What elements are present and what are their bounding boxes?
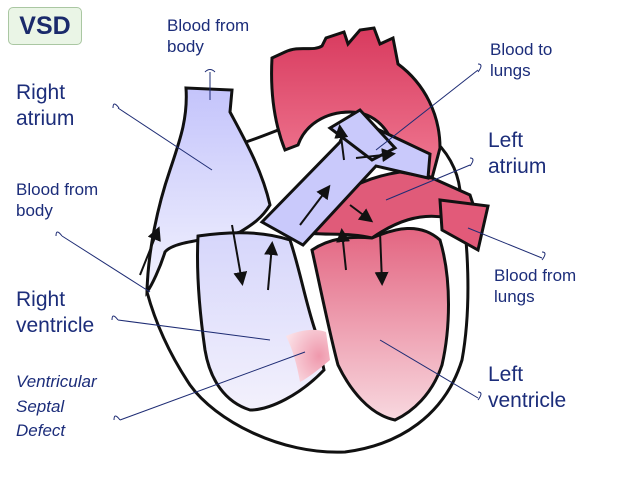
septal-defect: [286, 329, 330, 382]
label-line: Left: [488, 363, 524, 386]
label-line: Left: [488, 129, 524, 152]
label-left-atrium: Left atrium: [488, 128, 546, 179]
label-line: Blood from: [167, 16, 250, 35]
pulmonary-vein: [438, 198, 490, 253]
right-ventricle-shape: [195, 231, 326, 412]
label-line: ventricle: [488, 388, 567, 412]
right-atrium-shape: [145, 86, 272, 297]
label-line: ventricle: [16, 313, 95, 337]
label-line: Blood to: [490, 40, 553, 59]
label-right-ventricle: Right ventricle: [16, 287, 94, 338]
left-ventricle-shape: [310, 226, 450, 422]
label-line: Septal: [16, 396, 65, 416]
label-line: Defect: [16, 421, 66, 441]
label-right-atrium: Right atrium: [16, 80, 74, 131]
label-line: Right: [16, 81, 66, 104]
leader-lines: [61, 69, 543, 421]
label-left-ventricle: Left ventricle: [488, 362, 566, 413]
label-line: body: [167, 36, 204, 56]
label-line: body: [16, 200, 53, 220]
leader-ticks: [55, 63, 546, 421]
label-line: atrium: [488, 154, 547, 178]
flow-arrows: [139, 124, 396, 291]
label-blood-from-lungs: Blood from lungs: [494, 266, 576, 307]
vsd-badge: VSD: [8, 7, 82, 45]
label-blood-to-lungs: Blood to lungs: [490, 40, 552, 81]
label-line: atrium: [16, 106, 75, 130]
label-line: Blood from: [16, 180, 99, 199]
label-blood-from-body-left: Blood from body: [16, 180, 98, 221]
label-line: lungs: [494, 286, 535, 306]
label-line: lungs: [490, 60, 531, 80]
label-line: Ventricular: [16, 372, 97, 391]
label-line: Blood from: [494, 266, 577, 285]
label-line: Right: [16, 288, 66, 311]
label-ventricular-septal-defect: Ventricular Septal Defect: [16, 370, 97, 444]
label-blood-from-body-top: Blood from body: [167, 16, 249, 57]
